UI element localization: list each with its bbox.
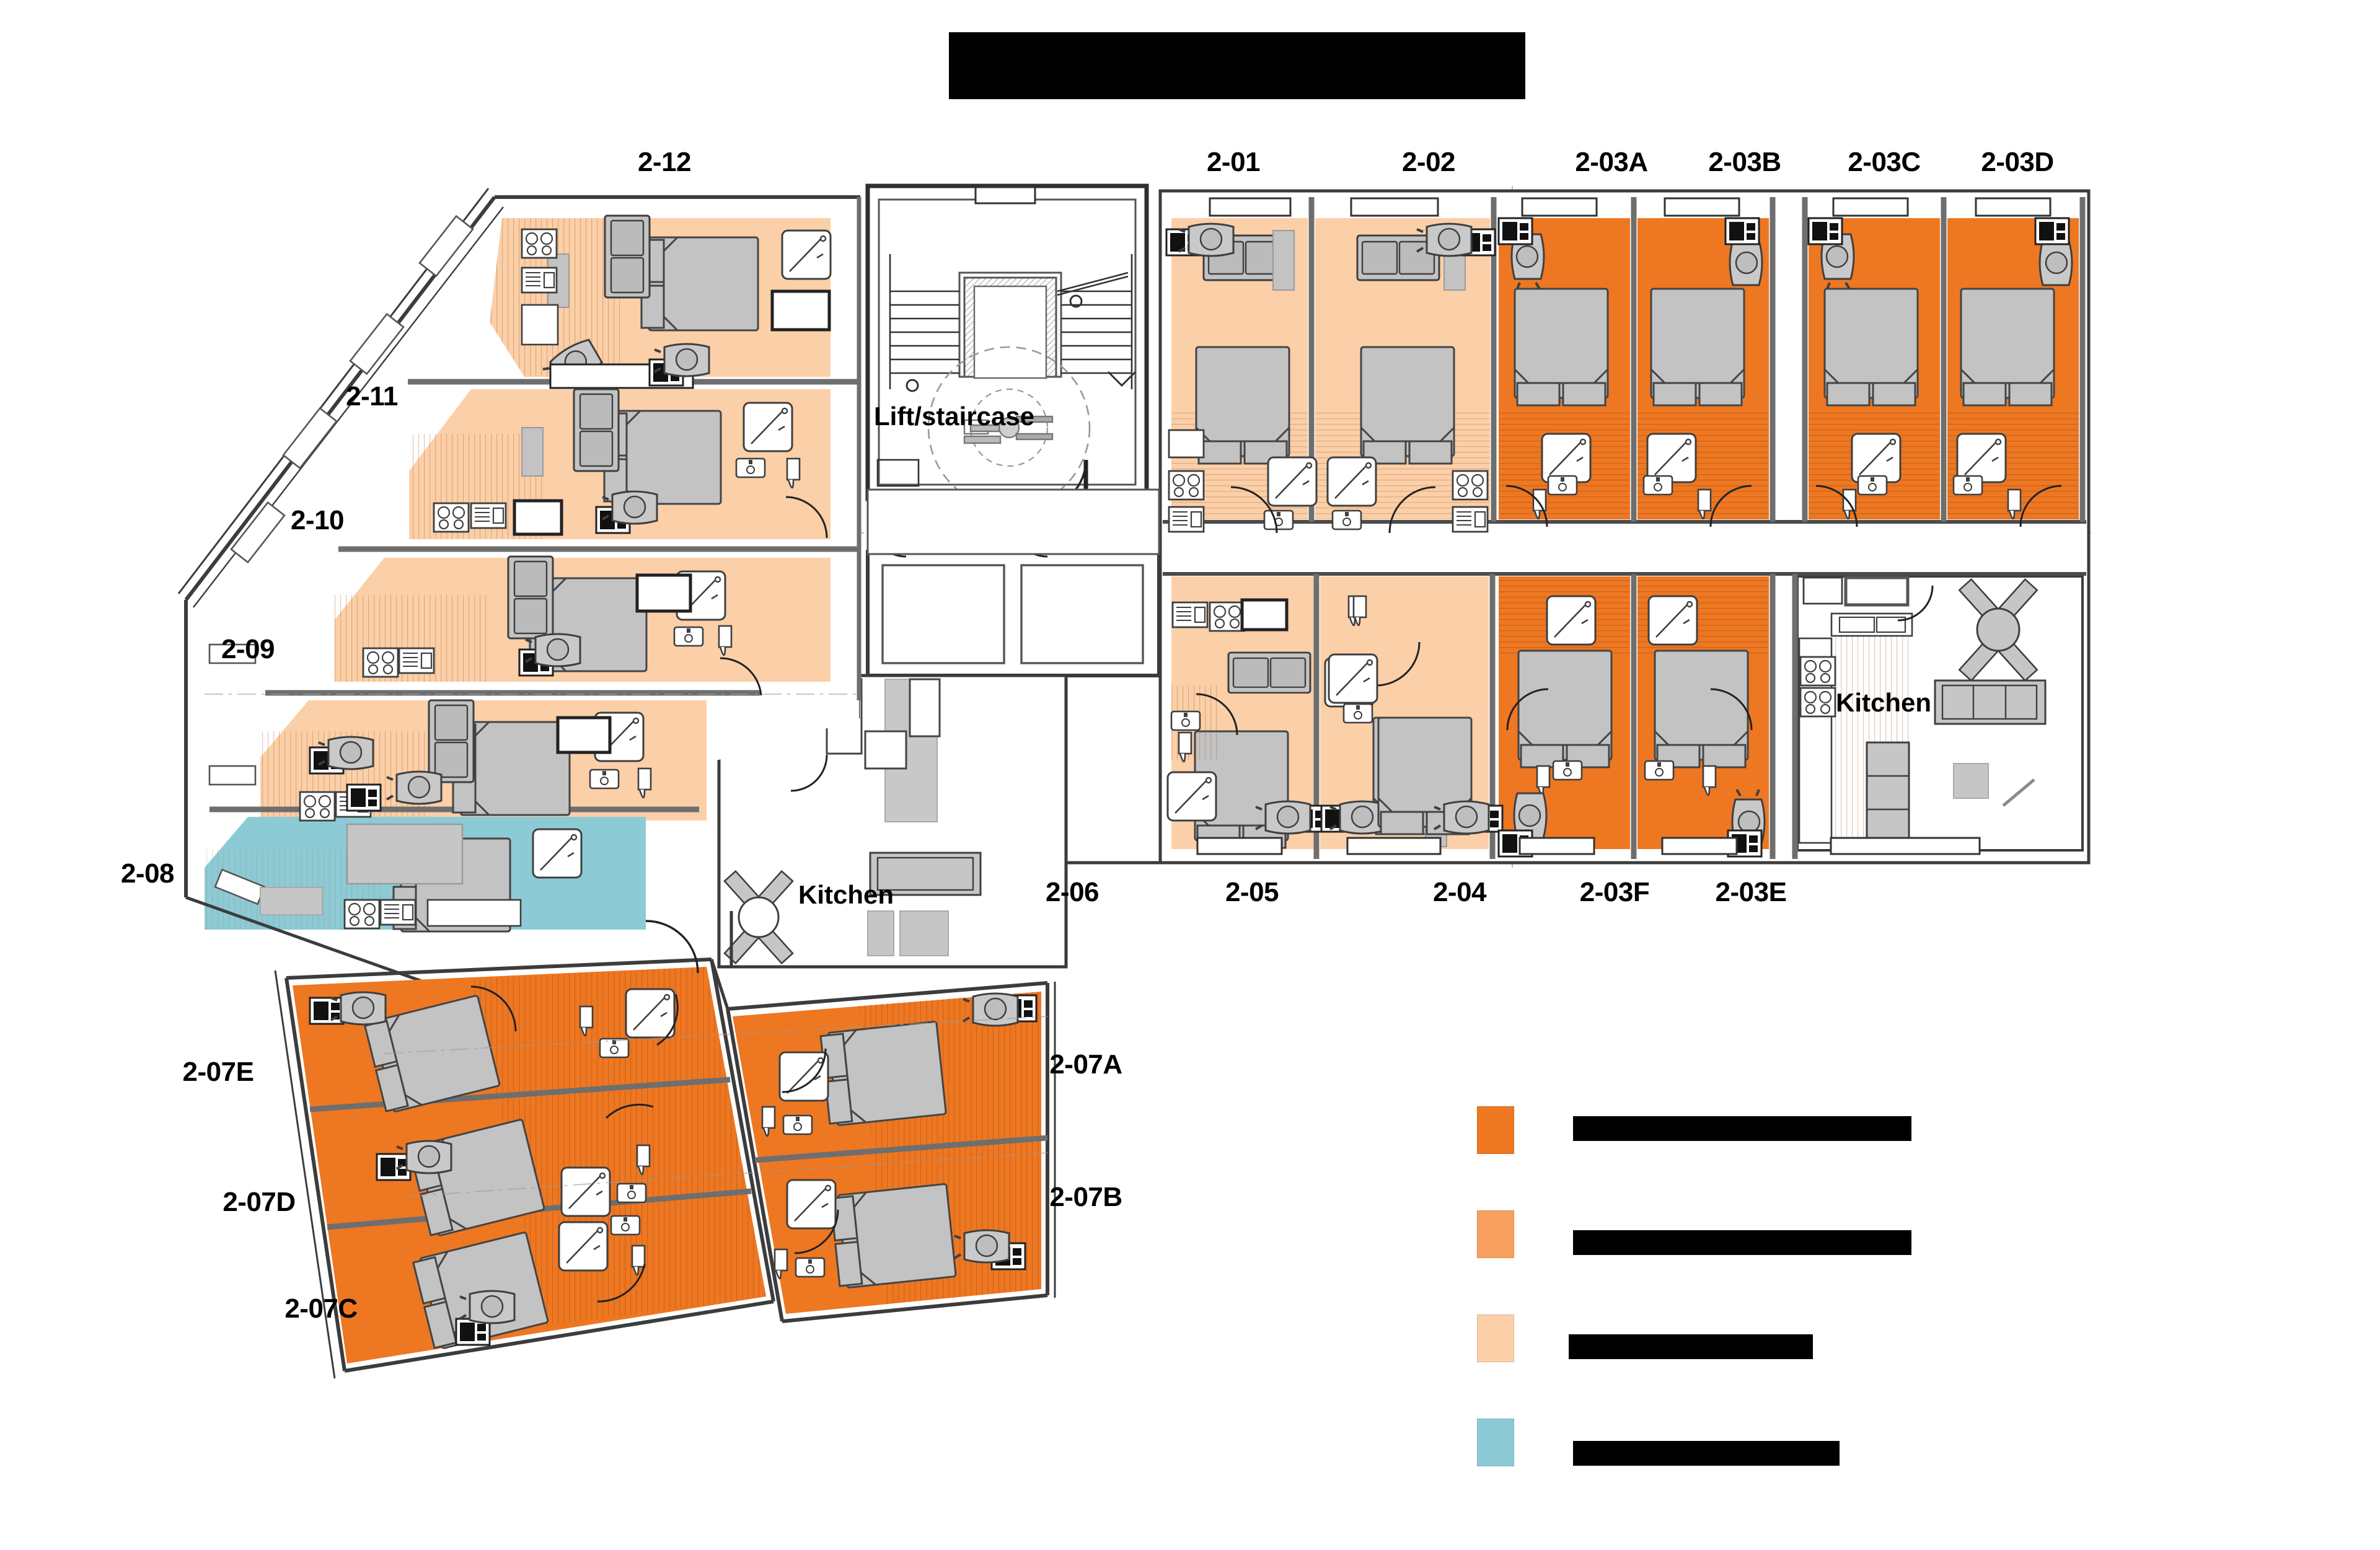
room-label-2-07a: 2-07A [1049, 1049, 1122, 1080]
lift-staircase-label: Lift/staircase [874, 402, 1035, 431]
room-label-2-09: 2-09 [221, 634, 275, 664]
legend-item-3 [1477, 1314, 1911, 1383]
kitchen-central-label: Kitchen [798, 880, 894, 909]
room-label-2-06: 2-06 [1045, 877, 1100, 907]
legend-swatch-mid-orange [1477, 1210, 1514, 1258]
legend-label-4-redacted-bar [1573, 1441, 1840, 1466]
room-label-2-03c: 2-03C [1848, 147, 1921, 177]
room-label-2-10: 2-10 [290, 505, 345, 535]
room-label-2-03d: 2-03D [1981, 147, 2054, 177]
room-label-2-07e: 2-07E [182, 1057, 254, 1087]
room-label-2-08: 2-08 [120, 858, 175, 889]
legend-label-2-redacted-bar [1573, 1230, 1911, 1255]
room-label-2-04: 2-04 [1432, 877, 1487, 907]
plan-title-redacted-bar [949, 32, 1525, 99]
room-label-2-07d: 2-07D [223, 1187, 296, 1217]
legend-item-2 [1477, 1210, 1911, 1279]
room-label-2-03f: 2-03F [1579, 877, 1650, 907]
room-label-2-03b: 2-03B [1708, 147, 1781, 177]
room-label-2-07c: 2-07C [284, 1293, 358, 1324]
legend-item-1 [1477, 1106, 1911, 1174]
legend-item-4 [1477, 1419, 1911, 1487]
room-label-2-07b: 2-07B [1049, 1182, 1122, 1212]
room-label-2-05: 2-05 [1225, 877, 1279, 907]
room-label-2-03a: 2-03A [1575, 147, 1648, 177]
legend-swatch-dark-orange [1477, 1106, 1514, 1154]
legend [1477, 1106, 1911, 1491]
legend-label-3-redacted-bar [1569, 1334, 1813, 1359]
legend-swatch-light-peach [1477, 1314, 1514, 1362]
room-label-2-02: 2-02 [1401, 147, 1456, 177]
kitchen-east-label: Kitchen [1836, 688, 1932, 717]
room-label-2-11: 2-11 [346, 381, 398, 412]
legend-label-1-redacted-bar [1573, 1116, 1911, 1141]
room-label-2-12: 2-12 [637, 147, 692, 177]
legend-swatch-teal [1477, 1419, 1514, 1466]
room-label-2-03e: 2-03E [1715, 877, 1787, 907]
room-label-2-01: 2-01 [1206, 147, 1261, 177]
